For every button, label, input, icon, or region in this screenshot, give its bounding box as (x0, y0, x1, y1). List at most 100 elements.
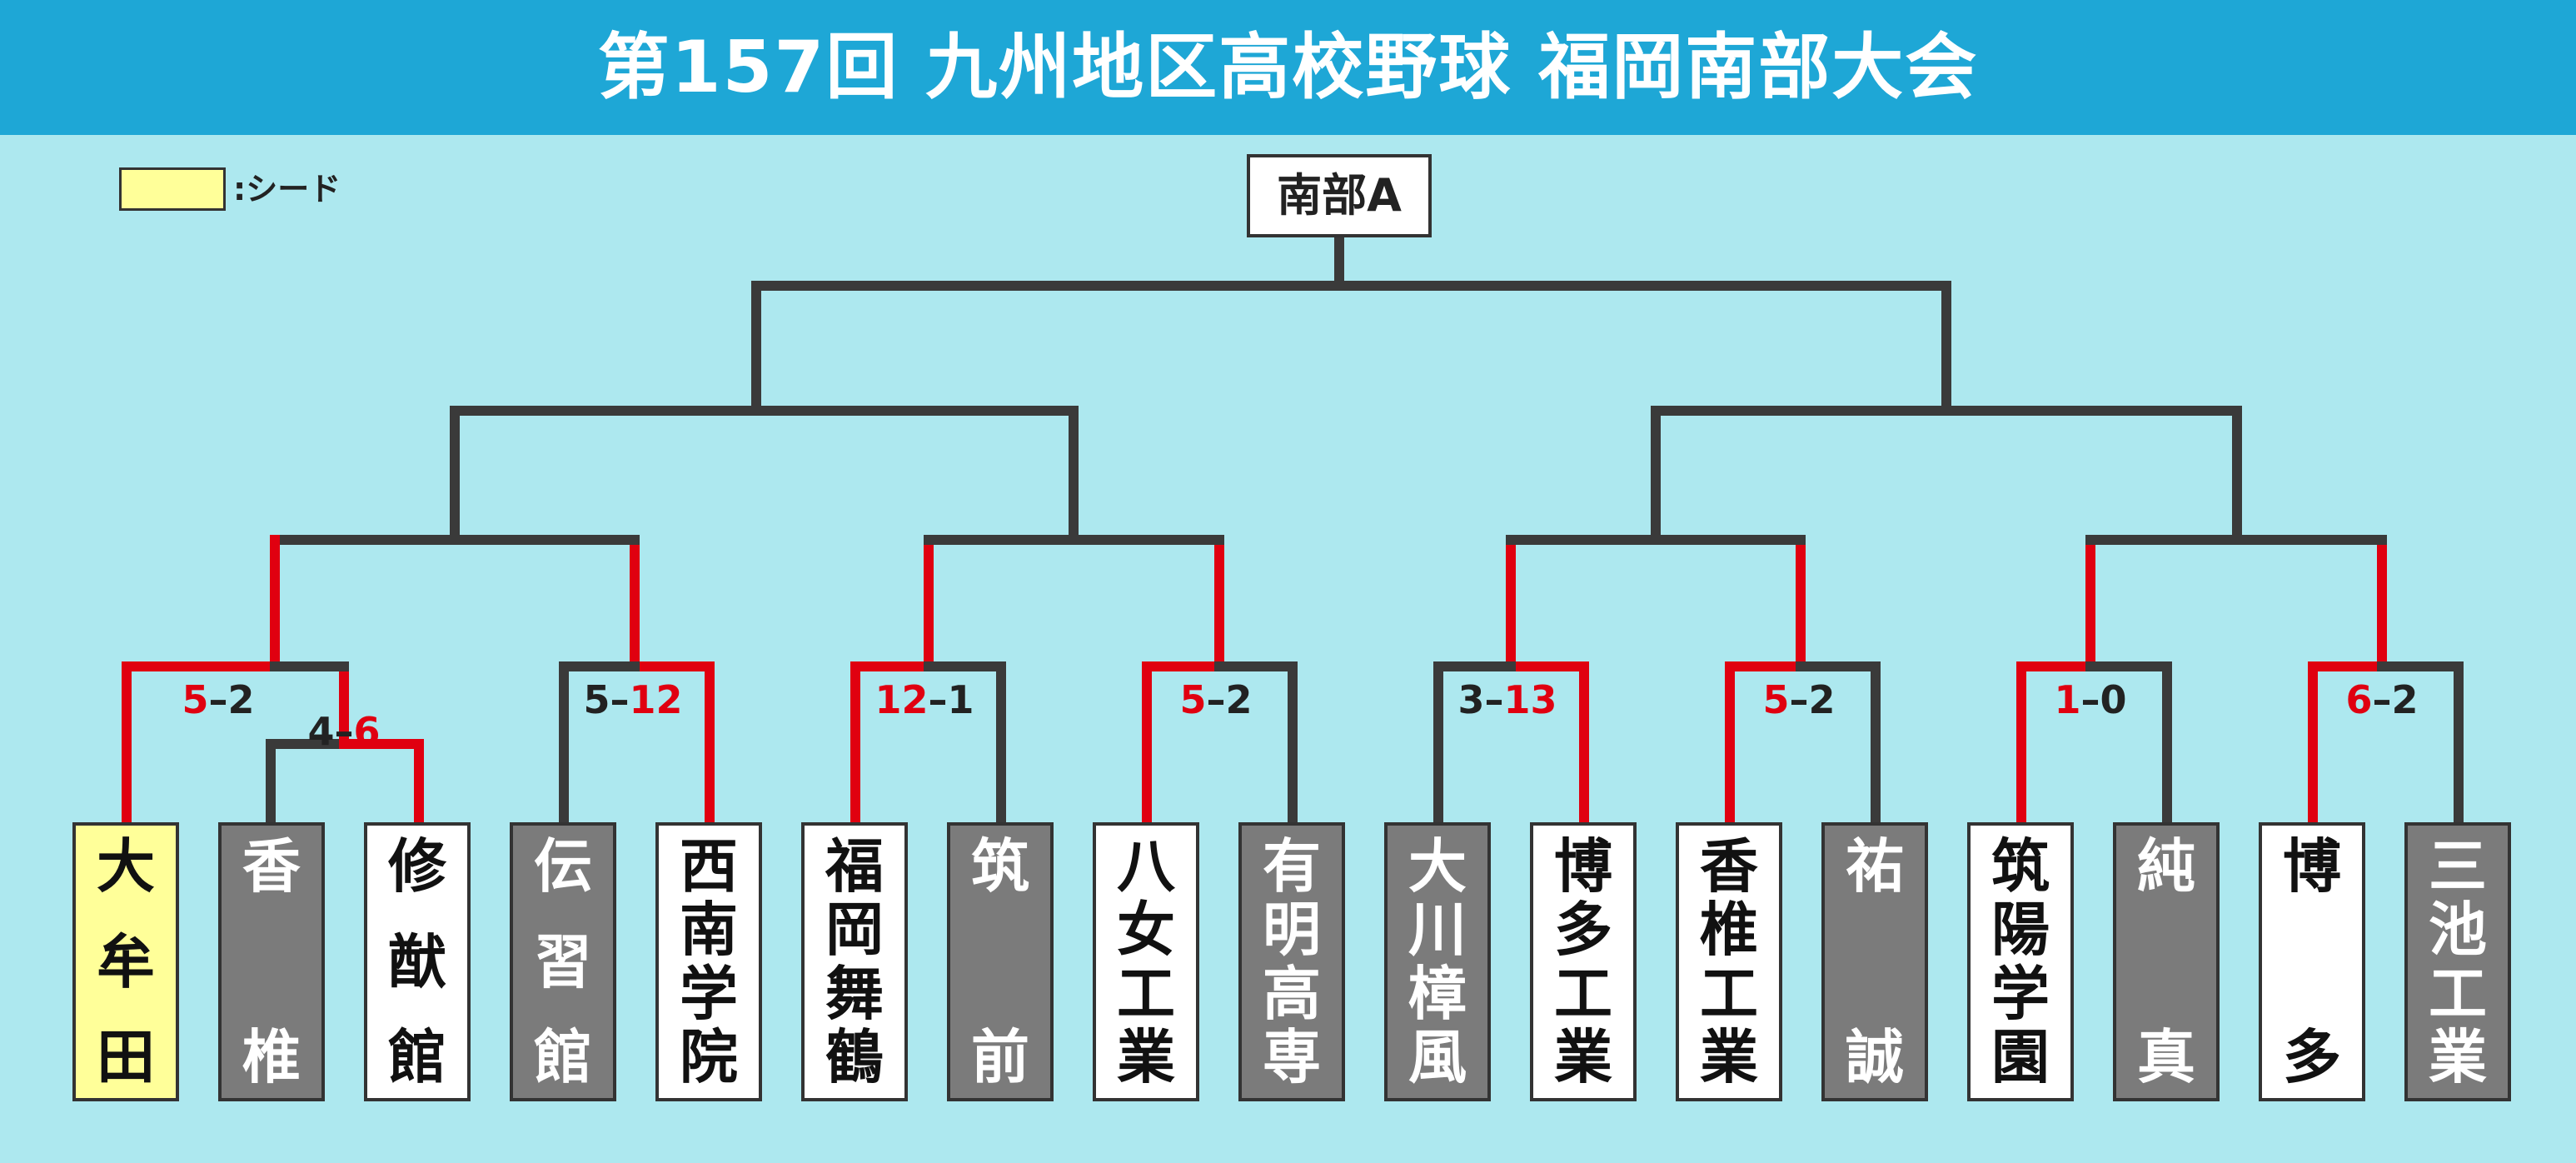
team-name-char: 女 (1117, 896, 1175, 965)
score-right: 12 (629, 677, 683, 722)
score-left: 5 (583, 677, 610, 722)
team-name-char: 学 (680, 959, 738, 1028)
team-name-char: 館 (534, 1023, 592, 1091)
team-box: 福岡舞鶴 (801, 822, 908, 1101)
team-name-char: 多 (1554, 896, 1612, 965)
bracket-line (2085, 661, 2172, 827)
score-dash: – (2372, 677, 2392, 722)
team-name-char: 福 (825, 832, 884, 901)
score-dash: – (1206, 677, 1226, 722)
score-right: 6 (353, 709, 381, 754)
winner-path (630, 535, 715, 827)
team-name-char: 香 (242, 832, 301, 901)
team-name-char: 誠 (1846, 1023, 1904, 1091)
team-name-char: 工 (1700, 959, 1758, 1028)
seed-legend-label: :シード (233, 171, 341, 207)
team-name-char: 風 (1408, 1022, 1467, 1091)
match-score: 3–13 (1437, 675, 1578, 725)
team-name-char: 有 (1263, 832, 1321, 901)
team-name-char: 舞 (825, 959, 884, 1028)
score-left: 5 (1179, 677, 1207, 722)
team-name-char: 館 (388, 1023, 446, 1091)
team-name-char: 猷 (388, 927, 446, 996)
score-dash: – (610, 677, 630, 722)
team-name-char: 多 (2283, 1023, 2341, 1091)
bracket-line (266, 739, 349, 827)
score-right: 2 (2391, 677, 2419, 722)
team-name-char: 純 (2137, 832, 2195, 901)
winner-path (2308, 535, 2387, 827)
score-left: 5 (182, 677, 209, 722)
match-score: 4–6 (273, 706, 415, 756)
winner-path (1506, 535, 1589, 827)
team-name-char: 業 (1117, 1022, 1175, 1091)
score-dash: – (334, 709, 354, 754)
team-box: 筑陽学園 (1967, 822, 2074, 1101)
team-name-char: 鶴 (825, 1022, 884, 1091)
score-left: 4 (307, 709, 335, 754)
team-box: 修猷館 (364, 822, 471, 1101)
team-name-char: 前 (971, 1023, 1029, 1091)
team-name-char: 修 (388, 832, 446, 901)
team-name-char: 習 (534, 927, 592, 996)
seed-legend-swatch (119, 167, 226, 211)
team-name-char: 大 (97, 832, 155, 901)
team-box: 西南学院 (655, 822, 762, 1101)
team-name-char: 陽 (1991, 896, 2050, 965)
team-box: 純真 (2113, 822, 2220, 1101)
team-name-char: 業 (2429, 1022, 2487, 1091)
match-score: 12–1 (854, 675, 995, 725)
team-name-char: 香 (1700, 832, 1758, 901)
score-dash: – (208, 677, 228, 722)
score-left: 12 (874, 677, 929, 722)
score-dash: – (2080, 677, 2100, 722)
match-score: 6–2 (2311, 675, 2453, 725)
match-score: 1–0 (2020, 675, 2161, 725)
bracket-line (559, 661, 640, 827)
team-name-char: 専 (1263, 1022, 1321, 1091)
team-box: 三池工業 (2404, 822, 2511, 1101)
score-right: 2 (1225, 677, 1253, 722)
team-name-char: 工 (2429, 959, 2487, 1028)
team-name-char: 学 (1991, 959, 2050, 1028)
team-name-char: 大 (1408, 832, 1467, 901)
title-bar (0, 0, 2576, 135)
team-name-char: 八 (1117, 832, 1175, 901)
winner-path (850, 535, 934, 827)
team-name-char: 祐 (1846, 832, 1904, 901)
team-name-char: 高 (1263, 959, 1321, 1028)
team-name-char: 博 (1554, 832, 1612, 901)
bracket-line (924, 661, 1006, 827)
bracket-line (1796, 661, 1881, 827)
score-right: 0 (2100, 677, 2127, 722)
bracket-final-box: 南部A (1247, 154, 1432, 237)
team-name-char: 樟 (1408, 959, 1467, 1028)
score-right: 2 (1808, 677, 1836, 722)
score-left: 5 (1762, 677, 1790, 722)
team-box: 有明高専 (1238, 822, 1345, 1101)
team-name-char: 川 (1408, 896, 1467, 965)
winner-path (1142, 535, 1224, 827)
team-name-char: 筑 (971, 832, 1029, 901)
match-score: 5–2 (147, 675, 289, 725)
bracket-line (1433, 661, 1516, 827)
score-right: 2 (227, 677, 255, 722)
team-name-char: 南 (680, 896, 738, 965)
match-score: 5–2 (1728, 675, 1870, 725)
team-name-char: 筑 (1991, 832, 2050, 901)
team-name-char: 伝 (534, 832, 592, 901)
team-box: 大川樟風 (1384, 822, 1491, 1101)
score-dash: – (1789, 677, 1809, 722)
winner-path (122, 535, 280, 827)
page-title: 第157回 九州地区高校野球 福岡南部大会 (597, 26, 1979, 109)
team-name-char: 椎 (1700, 896, 1758, 965)
score-left: 1 (2054, 677, 2081, 722)
winner-path (2016, 535, 2095, 827)
match-score: 5–2 (1145, 675, 1287, 725)
team-name-char: 池 (2429, 896, 2487, 965)
team-name-char: 園 (1991, 1022, 2050, 1091)
score-dash: – (928, 677, 948, 722)
team-name-char: 工 (1117, 959, 1175, 1028)
team-box: 香椎 (218, 822, 325, 1101)
team-name-char: 明 (1263, 896, 1321, 965)
